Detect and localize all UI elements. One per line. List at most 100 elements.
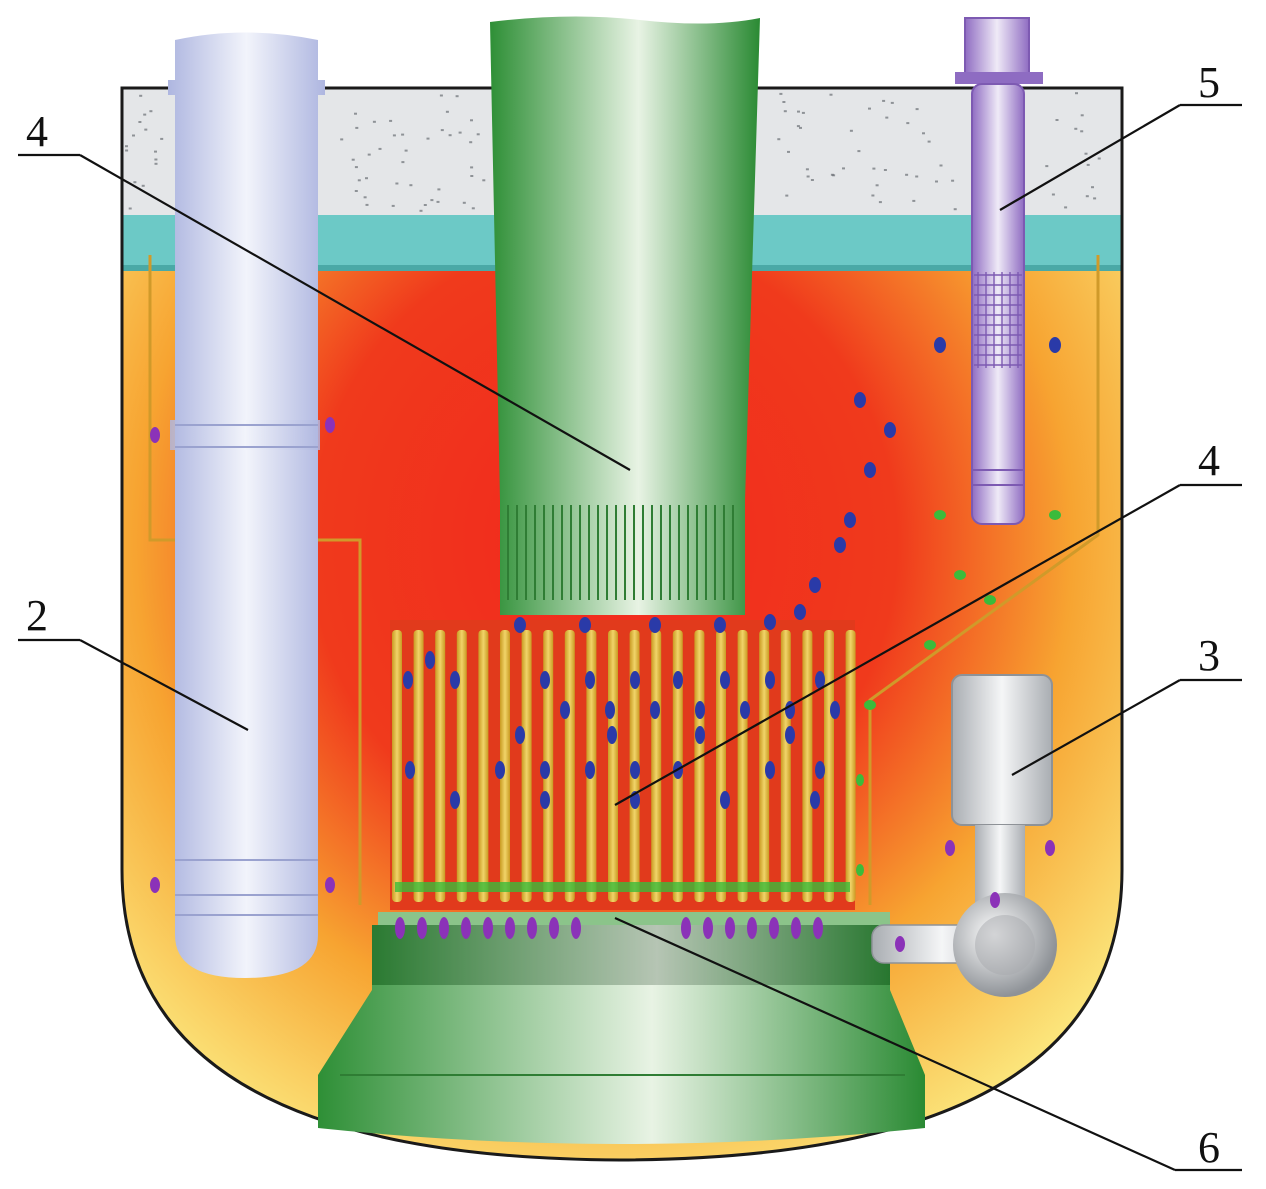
flow-particle [483,917,493,939]
fuel-rod [564,630,575,902]
flow-particle [395,917,405,939]
gas-speckle [372,120,376,123]
gas-speckle [139,94,143,97]
gas-speckle [868,107,871,110]
flow-particle [579,617,591,633]
callout-3: 3 [1198,631,1220,680]
gas-speckle [1075,92,1078,95]
gas-speckle [404,149,408,152]
fuel-rod [478,630,489,902]
primary-pump-column [168,32,325,978]
gas-speckle [783,110,787,113]
fuel-rod [759,630,770,902]
gas-speckle [871,194,875,197]
flow-particle [405,761,415,779]
gas-speckle [482,179,486,182]
gas-speckle [143,113,147,116]
gas-speckle [806,175,810,178]
flow-particle [809,577,821,593]
gas-speckle [378,147,382,150]
fuel-rod [737,630,748,902]
callout-4-left: 4 [26,107,48,156]
gas-speckle [351,158,355,161]
flow-particle [495,761,505,779]
gas-speckle [462,201,466,204]
gas-speckle [355,126,359,129]
flow-particle [505,917,515,939]
gas-speckle [445,110,449,113]
flow-particle [924,640,936,650]
core-rod-bundle [390,620,856,910]
gas-speckle [883,169,887,171]
fuel-rod [500,630,510,902]
flow-particle [714,617,726,633]
fuel-rod [780,630,791,902]
flow-particle [150,877,160,893]
core-background [390,620,855,910]
gas-speckle [939,164,943,167]
gas-speckle [915,108,919,111]
gas-speckle [354,190,358,192]
flow-particle [650,701,660,719]
gas-speckle [906,122,910,125]
gas-speckles [125,92,1101,212]
gas-speckle [1045,165,1049,168]
gas-speckle [797,110,800,113]
gas-speckle [469,141,473,144]
flow-particle [450,791,460,809]
gas-speckle [872,167,876,170]
fuel-rod [435,630,446,902]
flow-particle [810,791,820,809]
gas-speckle [133,181,137,184]
gas-speckle [1051,193,1055,196]
flow-particle [830,701,840,719]
callout-6: 6 [1198,1123,1220,1172]
gas-speckle [458,131,462,134]
gas-speckle [829,93,833,96]
flow-particle [990,892,1000,908]
flow-particle [585,761,595,779]
fuel-rod [824,630,834,902]
flow-particle [325,877,335,893]
gas-speckle [951,179,955,182]
gas-speckle [144,128,148,131]
gas-speckle [440,129,444,132]
flow-particle [681,917,691,939]
fuel-rod [392,630,402,902]
gas-speckle [391,204,395,207]
flow-particle [813,917,823,939]
gas-speckle [875,184,879,187]
gas-speckle [363,196,367,199]
gas-speckle [389,119,393,122]
flow-particle [725,917,735,939]
flow-particle [945,840,955,856]
gas-speckle [419,209,423,212]
core-support-structure [318,912,925,1144]
gas-speckle [365,203,369,206]
flow-particle [461,917,471,939]
flow-particle [934,510,946,520]
flow-particle [540,671,550,689]
flow-particle [769,917,779,939]
flow-particle [856,774,864,786]
gas-speckle [1084,152,1088,155]
flow-particle [844,512,856,528]
flow-particle [864,700,876,710]
gas-speckle [149,110,153,113]
gas-speckle [439,94,443,97]
flow-particle [864,462,876,478]
flow-particle [785,726,795,744]
flow-particle [815,671,825,689]
fuel-rod [651,630,662,902]
gas-speckle [810,179,814,181]
gas-speckle [138,121,142,123]
gas-speckle [787,150,790,153]
gas-speckle [1093,197,1097,200]
gas-speckle [160,137,164,140]
gas-speckle [801,111,805,114]
callout-4-right: 4 [1198,436,1220,485]
gas-speckle [436,200,440,203]
flow-particles [150,337,1061,952]
gas-speckle [842,167,845,170]
flow-particle [540,761,550,779]
